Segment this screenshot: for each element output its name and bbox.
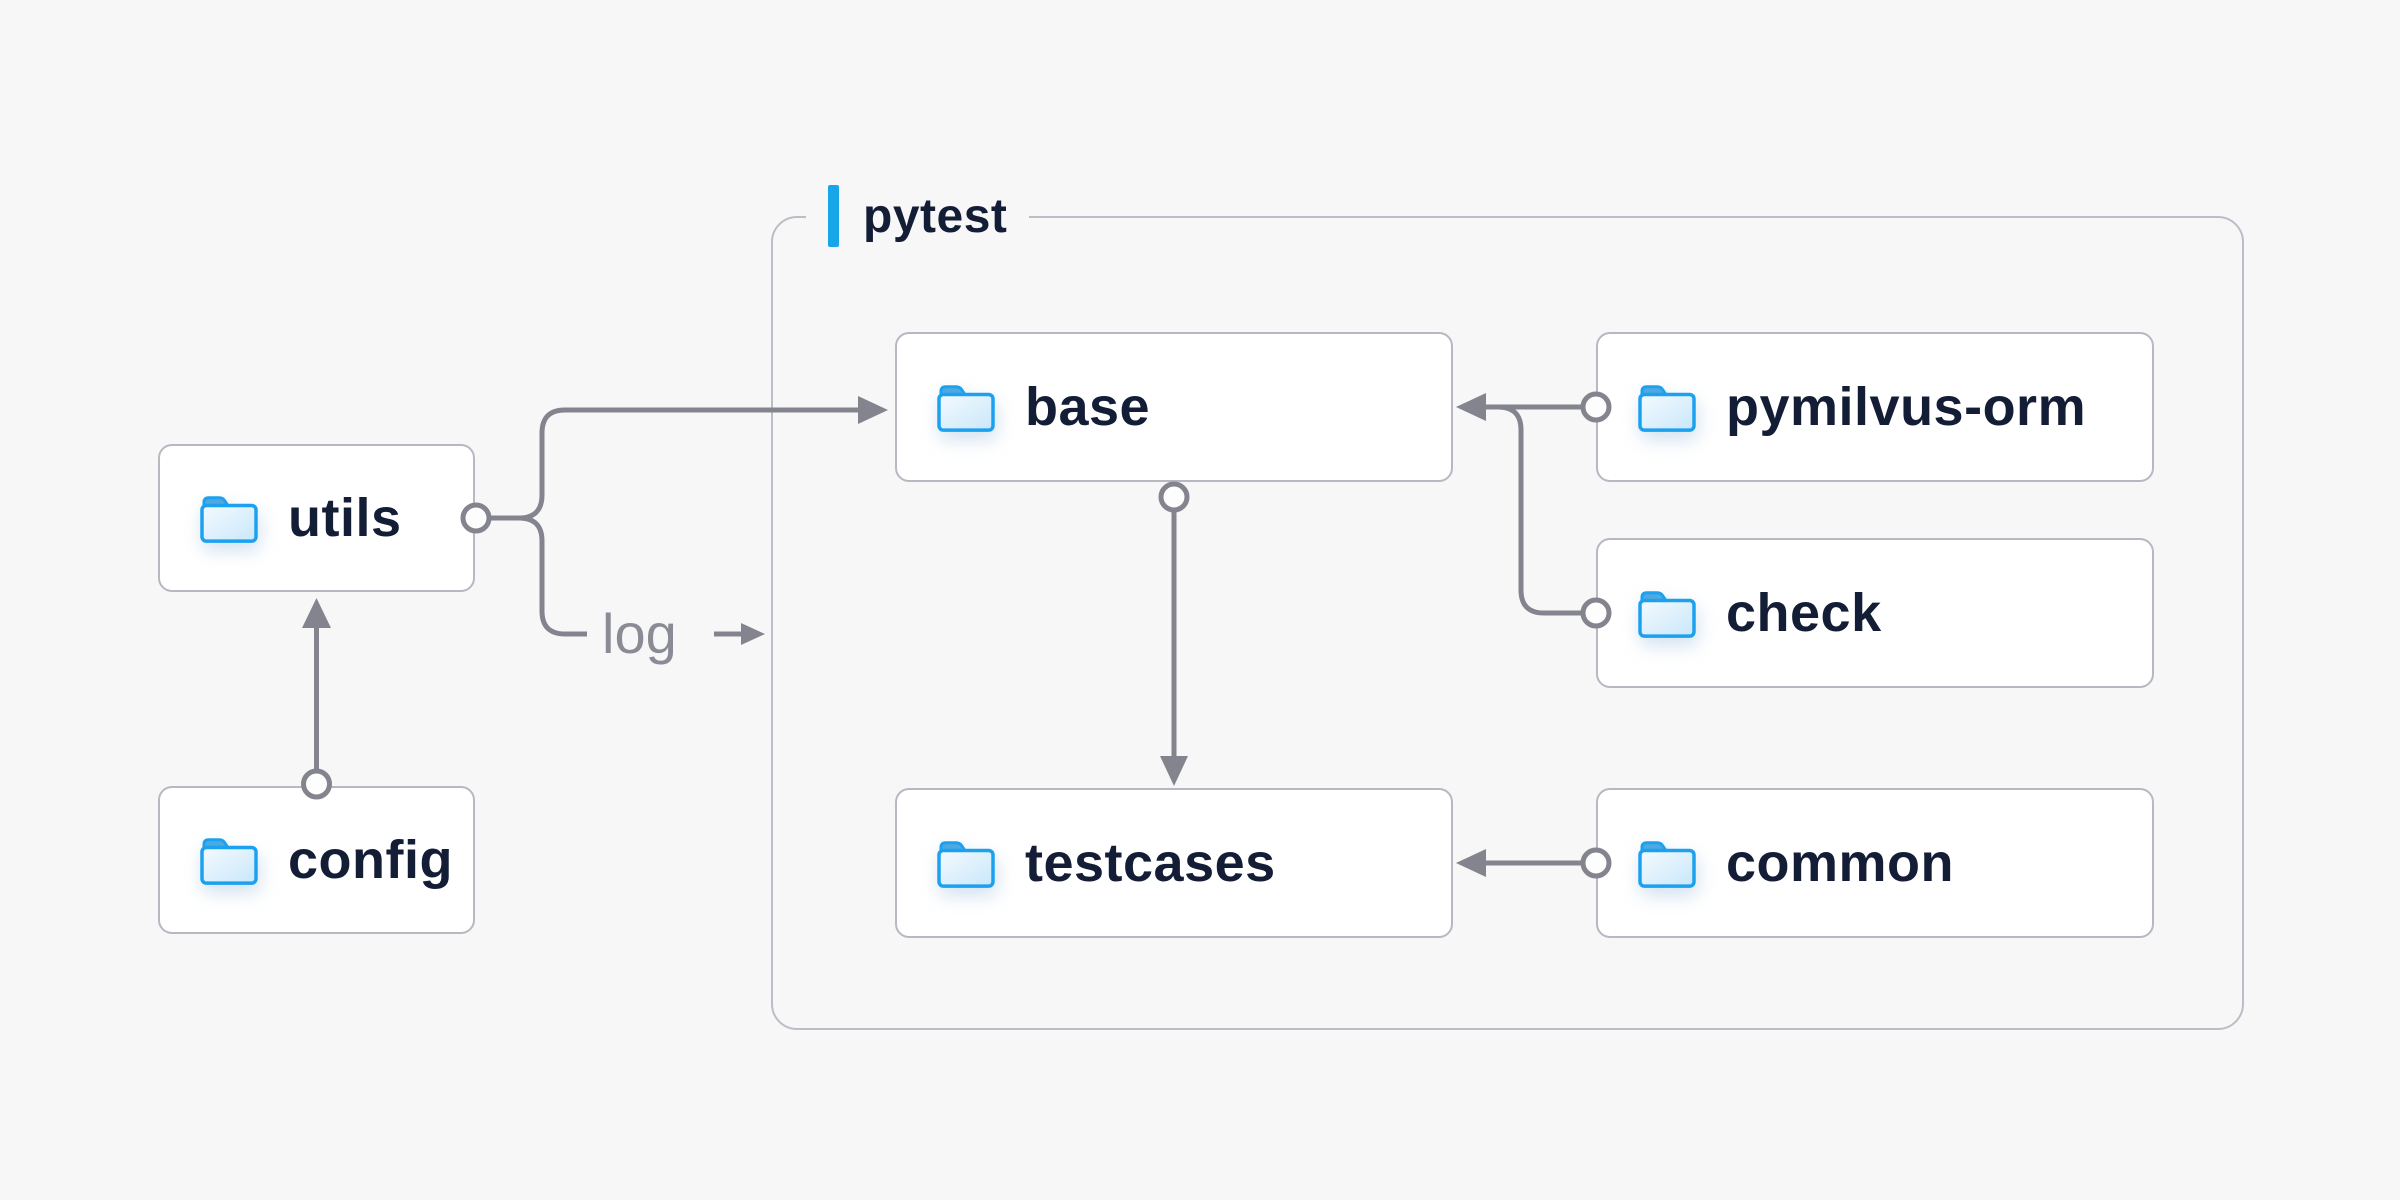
node-pymilvus-orm: pymilvus-orm: [1596, 332, 2154, 482]
pytest-group-container: [771, 216, 2244, 1030]
node-label: testcases: [1025, 833, 1276, 893]
log-arrow-icon: [714, 623, 765, 645]
node-label: common: [1726, 833, 1955, 893]
folder-icon: [1638, 385, 1696, 432]
folder-icon: [1638, 591, 1696, 638]
pytest-group-label: pytest: [806, 183, 1030, 249]
folder-icon: [937, 385, 995, 432]
node-label: utils: [288, 488, 402, 548]
node-common: common: [1596, 788, 2154, 938]
node-check: check: [1596, 538, 2154, 688]
node-label: base: [1025, 377, 1151, 437]
accent-bar: [828, 185, 839, 247]
node-label: config: [288, 830, 453, 890]
folder-icon: [200, 496, 258, 543]
edge-utils-to-log: [518, 515, 587, 637]
edge-label-log: log: [602, 601, 677, 665]
arrowhead-up-icon: [302, 598, 331, 628]
group-title: pytest: [863, 189, 1008, 243]
node-utils: utils: [158, 444, 475, 592]
node-base: base: [895, 332, 1453, 482]
node-config: config: [158, 786, 475, 934]
node-label: pymilvus-orm: [1726, 377, 2087, 437]
folder-icon: [1638, 841, 1696, 888]
node-label: check: [1726, 583, 1882, 643]
folder-icon: [200, 838, 258, 885]
node-testcases: testcases: [895, 788, 1453, 938]
edge-config-to-utils: [301, 598, 332, 800]
folder-icon: [937, 841, 995, 888]
